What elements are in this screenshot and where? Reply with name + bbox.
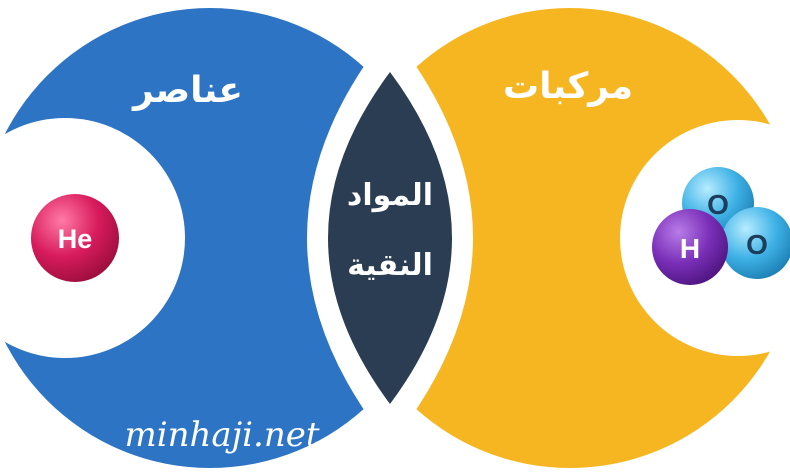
elements-circle — [0, 8, 440, 468]
watermark-text: minhaji.net — [124, 415, 319, 455]
compounds-circle — [340, 8, 790, 468]
helium-atom-icon: He — [31, 194, 119, 282]
oxygen-atom-right — [721, 207, 790, 279]
center-lens — [328, 72, 452, 404]
helium-symbol: He — [58, 224, 93, 254]
oxygen-symbol-top: O — [707, 189, 729, 220]
center-label-line2: النقية — [347, 248, 433, 283]
oxygen-symbol-right: O — [746, 229, 768, 260]
hydrogen-symbol: H — [680, 233, 700, 264]
elements-label: عناصر — [131, 70, 243, 111]
compounds-label: مركبات — [503, 66, 633, 107]
water-molecule-icon: O O H — [652, 167, 790, 285]
hydrogen-atom — [652, 209, 728, 285]
center-label-line1: المواد — [347, 178, 433, 213]
